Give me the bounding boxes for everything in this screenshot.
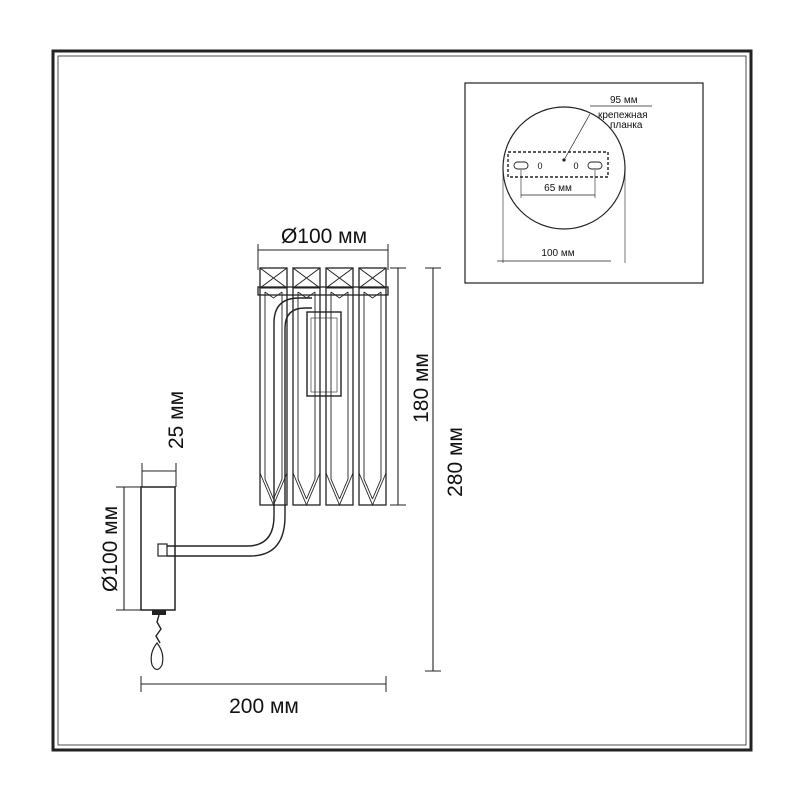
dimensions: Ø100 мм 180 мм 280 мм 25 мм Ø100 мм 200 …: [99, 225, 467, 718]
base-height-label: 25 мм: [165, 391, 188, 449]
inset-diameter-label: 100 мм: [541, 248, 574, 259]
crystal-holder-bar: [257, 286, 389, 296]
total-height-label: 280 мм: [444, 427, 467, 497]
wall-lamp: [140, 267, 389, 671]
arm-joint: [157, 543, 168, 557]
inner-frame: [57, 55, 747, 746]
arm-outline-outer: [167, 297, 312, 547]
inset-frame: [464, 82, 704, 284]
crystal-prism-3-cap-x: [325, 267, 354, 289]
top-diameter-label: Ø100 мм: [281, 225, 367, 248]
crystal-prism-3-cap: [325, 267, 354, 289]
crystal-prism-2-cap: [292, 267, 321, 289]
total-width-label: 200 мм: [229, 695, 299, 718]
crystal-prism-1-facets: [259, 292, 288, 507]
hole-left-label: 0: [537, 161, 542, 171]
plate-length-label: 95 мм: [610, 95, 638, 106]
mounting-plate: [507, 151, 609, 178]
plate-name-label-2: планка: [610, 120, 643, 131]
crystal-prisms: [259, 267, 387, 507]
hole-right-label: 0: [573, 161, 578, 171]
crystal-prism-4-facets: [358, 292, 387, 507]
shade-height-label: 180 мм: [410, 353, 433, 423]
switch-housing: [152, 610, 166, 615]
mounting-inset: 0 0 95 мм крепежная планка 65 мм 100 мм: [464, 82, 704, 284]
bulb-socket-inner: [310, 317, 338, 393]
hole-spacing-label: 65 мм: [544, 183, 572, 194]
crystal-prism-2-cap-x: [292, 267, 321, 289]
mounting-slot-right: [587, 161, 603, 170]
plate-leader-line: [563, 113, 591, 161]
crystal-prism-4: [358, 267, 387, 506]
crystal-prism-3-top-facet: [330, 291, 349, 299]
crystal-prism-2-facets: [292, 292, 321, 507]
crystal-prism-4-cap-x: [358, 267, 387, 289]
base-diameter-label: Ø100 мм: [99, 506, 122, 592]
pull-chain-knob: [150, 642, 164, 671]
crystal-prism-4-top-facet: [363, 291, 382, 299]
crystal-prism-4-cap: [358, 267, 387, 289]
mounting-slot-left: [513, 161, 529, 170]
crystal-prism-1-cap: [259, 267, 288, 289]
crystal-prism-3-facets: [325, 292, 354, 507]
arm-outline-inner: [167, 307, 312, 557]
plate-name-label: крепежная: [598, 110, 648, 121]
crystal-prism-2-top-facet: [297, 291, 316, 299]
bulb-socket: [306, 311, 342, 397]
crystal-prism-1-top-facet: [264, 291, 283, 299]
crystal-prism-1-cap-x: [259, 267, 288, 289]
pull-chain: [155, 614, 162, 644]
outer-frame: [51, 49, 753, 752]
